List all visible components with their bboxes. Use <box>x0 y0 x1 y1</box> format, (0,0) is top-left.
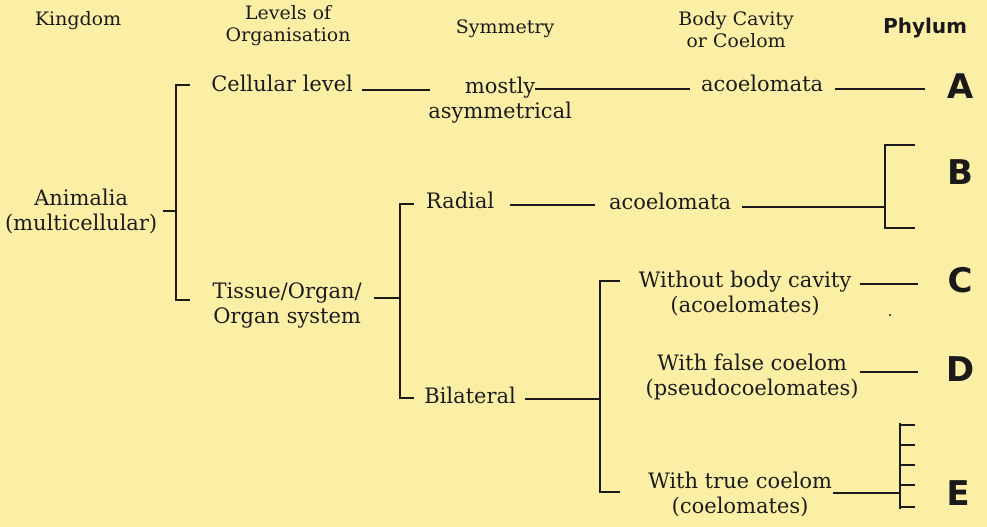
header-coelom-line2: or Coelom <box>686 30 786 52</box>
header-levels-line2: Organisation <box>225 24 351 46</box>
phylum-e: E <box>946 474 970 514</box>
node-true-coelom: With true coelom (coelomates) <box>648 469 832 519</box>
phylum-a: A <box>946 67 974 107</box>
header-levels-line1: Levels of <box>244 2 332 24</box>
node-without-body-cavity: Without body cavity (acoelomates) <box>639 268 851 318</box>
node-without-line1: Without body cavity <box>638 268 852 292</box>
node-tissue-organ: Tissue/Organ/ Organ system <box>212 279 361 329</box>
node-mostly-line2: asymmetrical <box>428 99 572 123</box>
node-animalia-line1: Animalia <box>34 186 128 210</box>
header-levels: Levels of Organisation <box>226 2 351 46</box>
node-tissue-line2: Organ system <box>213 304 361 328</box>
header-phylum: Phylum <box>883 14 967 38</box>
node-acoelomata-b: acoelomata <box>608 190 732 214</box>
node-false-line2: (pseudocoelomates) <box>645 376 859 400</box>
node-tissue-line1: Tissue/Organ/ <box>212 279 362 303</box>
node-mostly-asymmetrical: mostly asymmetrical <box>428 74 572 124</box>
header-kingdom: Kingdom <box>34 8 122 30</box>
header-coelom-line1: Body Cavity <box>678 8 794 30</box>
node-mostly-line1: mostly <box>464 74 536 98</box>
node-true-line1: With true coelom <box>648 469 832 493</box>
node-true-line2: (coelomates) <box>671 494 809 518</box>
phylum-d: D <box>945 350 975 390</box>
node-false-coelom: With false coelom (pseudocoelomates) <box>646 351 859 401</box>
node-false-line1: With false coelom <box>657 351 847 375</box>
node-radial: Radial <box>425 189 495 213</box>
node-animalia-line2: (multicellular) <box>4 211 158 235</box>
node-animalia: Animalia (multicellular) <box>5 186 157 236</box>
node-without-line2: (acoelomates) <box>670 293 820 317</box>
header-symmetry: Symmetry <box>455 16 555 38</box>
node-bilateral: Bilateral <box>424 384 516 408</box>
node-cellular-level: Cellular level <box>211 72 353 96</box>
phylum-c: C <box>947 261 973 301</box>
header-coelom: Body Cavity or Coelom <box>678 8 793 52</box>
node-acoelomata-a: acoelomata <box>700 72 824 96</box>
phylum-b: B <box>947 153 973 193</box>
